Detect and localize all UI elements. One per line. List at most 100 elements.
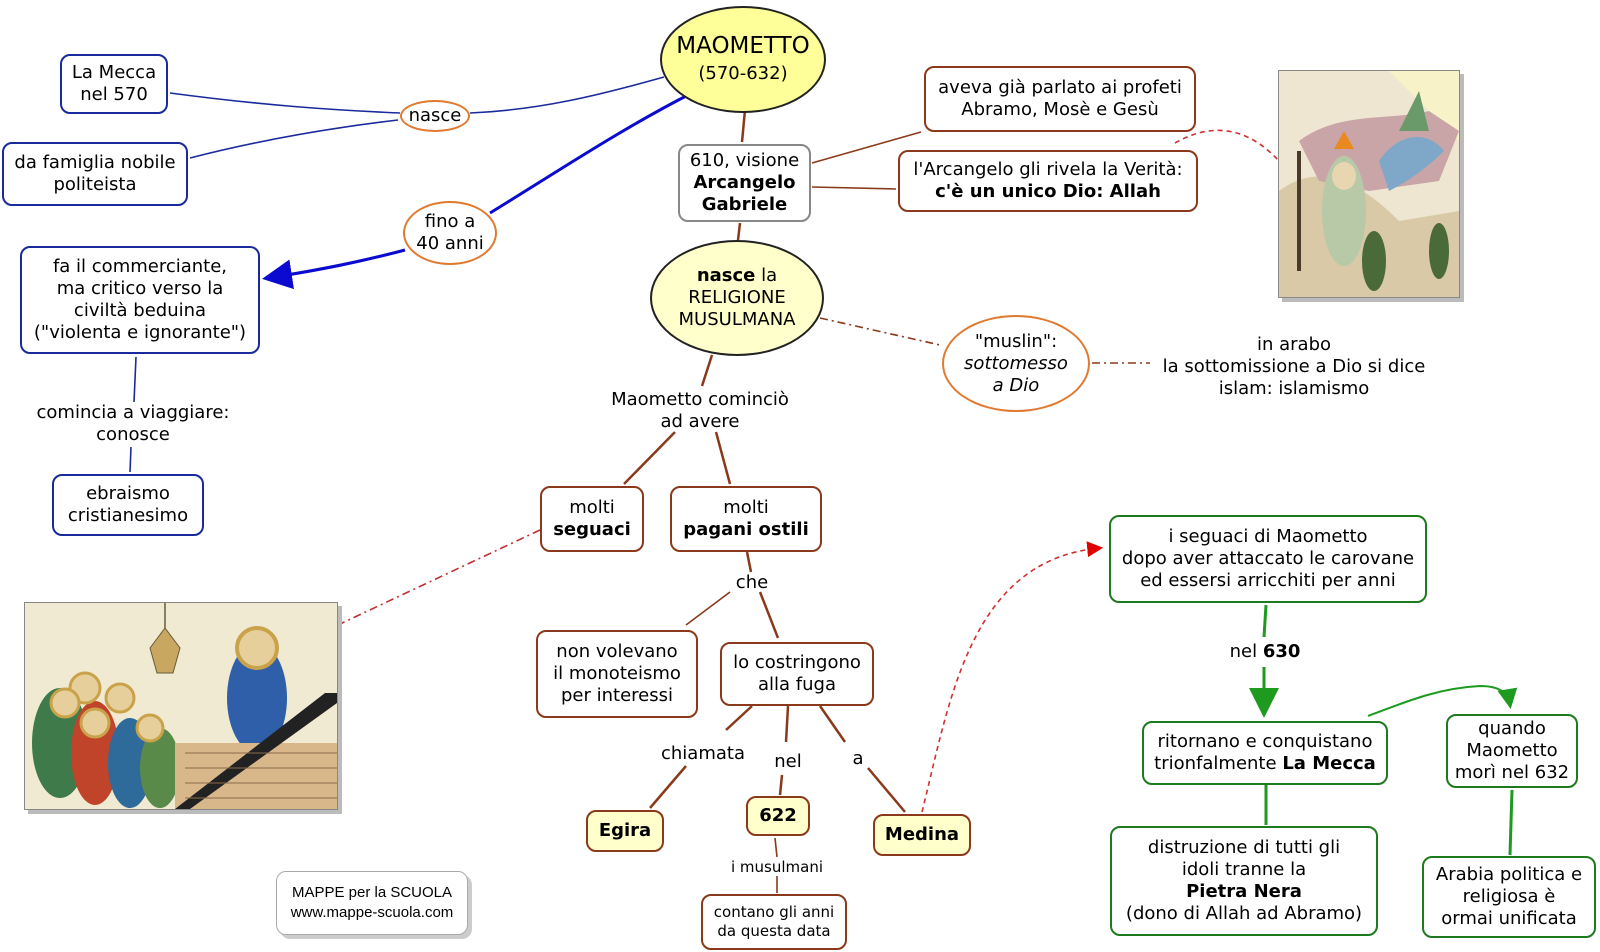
che-text: che bbox=[735, 572, 769, 593]
unified-line: religiosa è bbox=[1462, 886, 1556, 907]
muslims-text: i musulmani bbox=[730, 858, 824, 876]
vision-line: Arcangelo bbox=[693, 172, 796, 193]
merchant-box: fa il commerciante, ma critico verso la … bbox=[20, 246, 260, 354]
return-line: i seguaci di Maometto bbox=[1168, 526, 1368, 547]
religion-line: RELIGIONE bbox=[688, 287, 786, 308]
birth-family-box: da famiglia nobile politeista bbox=[2, 142, 188, 206]
unified-line: Arabia politica e bbox=[1435, 864, 1583, 885]
conquer-city: La Mecca bbox=[1282, 753, 1376, 774]
truth-box: l'Arcangelo gli rivela la Verità: c'è un… bbox=[898, 150, 1198, 212]
religion-line1: nasce la bbox=[697, 265, 777, 287]
count-line: da questa data bbox=[717, 922, 831, 940]
religion-nasce: nasce bbox=[696, 265, 756, 286]
muslin-ellipse: "muslin": sottomesso a Dio bbox=[942, 315, 1090, 412]
chiamata-label: chiamata bbox=[656, 743, 750, 765]
destruction-line: distruzione di tutti gli bbox=[1147, 837, 1341, 858]
followers-picture bbox=[24, 602, 338, 810]
no-monotheism-box: non volevano il monoteismo per interessi bbox=[536, 630, 698, 718]
muslin-line: sottomesso bbox=[964, 352, 1068, 374]
muslims-label: i musulmani bbox=[724, 858, 830, 877]
che-label: che bbox=[732, 572, 772, 594]
religion-ellipse: nasce la RELIGIONE MUSULMANA bbox=[650, 240, 824, 356]
destruction-line: idoli tranne la bbox=[1181, 859, 1307, 880]
hostile-pagans-box: molti pagani ostili bbox=[670, 486, 822, 552]
truth-line: l'Arcangelo gli rivela la Verità: bbox=[913, 159, 1183, 180]
return-line: ed essersi arricchiti per anni bbox=[1140, 570, 1396, 591]
archangel-illustration bbox=[1279, 71, 1459, 297]
year-622-box: 622 bbox=[746, 796, 810, 836]
title-ellipse: MAOMETTO (570-632) bbox=[660, 6, 826, 113]
year-630: 630 bbox=[1262, 641, 1301, 662]
no-monotheism-line: non volevano bbox=[556, 641, 678, 662]
religion-line: cristianesimo bbox=[67, 505, 189, 526]
site-logo[interactable]: MAPPE per la SCUOLA www.mappe-scuola.com bbox=[276, 871, 468, 935]
conquer-line: ritornano e conquistano bbox=[1157, 731, 1373, 752]
prophets-line: aveva già parlato ai profeti bbox=[938, 77, 1182, 98]
unified-box: Arabia politica e religiosa è ormai unif… bbox=[1422, 856, 1596, 938]
birth-place-line: La Mecca bbox=[71, 62, 157, 83]
destruction-box: distruzione di tutti gli idoli tranne la… bbox=[1110, 826, 1378, 936]
followers-line: molti bbox=[569, 497, 615, 518]
nel-label: nel bbox=[770, 751, 806, 773]
many-followers-box: molti seguaci bbox=[540, 486, 644, 552]
vision-line: 610, visione bbox=[689, 150, 800, 171]
destruction-line: (dono di Allah ad Abramo) bbox=[1125, 903, 1363, 924]
merchant-line: fa il commerciante, bbox=[52, 256, 228, 277]
merchant-line: ("violenta e ignorante") bbox=[33, 322, 247, 343]
unified-line: ormai unificata bbox=[1441, 908, 1577, 929]
conquer-adverb: trionfalmente bbox=[1154, 753, 1277, 774]
nel-630-prefix: nel bbox=[1229, 641, 1258, 662]
began-line: ad avere bbox=[660, 411, 740, 432]
conquer-box: ritornano e conquistano trionfalmente La… bbox=[1142, 721, 1388, 785]
birth-place-line: nel 570 bbox=[80, 84, 148, 105]
birth-place-box: La Mecca nel 570 bbox=[60, 54, 168, 114]
death-line: morì nel 632 bbox=[1454, 762, 1570, 783]
no-monotheism-line: il monoteismo bbox=[553, 663, 681, 684]
truth-line: c'è un unico Dio: Allah bbox=[935, 181, 1161, 202]
flee-line: alla fuga bbox=[758, 674, 836, 695]
vision-line: Gabriele bbox=[701, 194, 788, 215]
title-main: MAOMETTO bbox=[676, 32, 810, 59]
prophets-line: Abramo, Mosè e Gesù bbox=[961, 99, 1159, 120]
arabic-line: islam: islamismo bbox=[1218, 378, 1370, 399]
death-line: Maometto bbox=[1466, 740, 1558, 761]
egira-box: Egira bbox=[586, 810, 664, 852]
a-label: a bbox=[848, 748, 868, 770]
merchant-line: civiltà beduina bbox=[73, 300, 207, 321]
death-box: quando Maometto morì nel 632 bbox=[1446, 714, 1578, 788]
family-line: da famiglia nobile bbox=[14, 152, 176, 173]
logo-line: MAPPE per la SCUOLA bbox=[291, 884, 453, 901]
travel-line: comincia a viaggiare: bbox=[36, 402, 230, 423]
medina-text: Medina bbox=[884, 824, 960, 845]
family-line: politeista bbox=[53, 174, 137, 195]
began-line: Maometto cominciò bbox=[611, 389, 789, 410]
followers-line: seguaci bbox=[553, 519, 631, 540]
nasce-label: nasce bbox=[408, 105, 462, 126]
pagans-line: pagani ostili bbox=[683, 519, 809, 540]
pagans-line: molti bbox=[723, 497, 769, 518]
nel-630-text: nel 630 bbox=[1220, 641, 1310, 663]
religion-line: ebraismo bbox=[86, 483, 170, 504]
arabic-line: in arabo bbox=[1256, 334, 1332, 355]
prophets-box: aveva già parlato ai profeti Abramo, Mos… bbox=[924, 66, 1196, 132]
return-line: dopo aver attaccato le carovane bbox=[1121, 548, 1415, 569]
muslin-line: "muslin": bbox=[974, 330, 1058, 352]
count-line: contano gli anni bbox=[713, 903, 835, 921]
fino-a-40-connector: fino a 40 anni bbox=[403, 201, 497, 265]
egira-text: Egira bbox=[598, 820, 652, 841]
nel-text: nel bbox=[774, 751, 802, 772]
religion-line: MUSULMANA bbox=[678, 309, 796, 330]
religions-known-box: ebraismo cristianesimo bbox=[52, 474, 204, 536]
death-line: quando bbox=[1478, 718, 1546, 739]
followers-illustration bbox=[25, 603, 337, 809]
destruction-line: Pietra Nera bbox=[1186, 881, 1302, 902]
began-to-have-label: Maometto cominciò ad avere bbox=[604, 389, 796, 433]
flee-box: lo costringono alla fuga bbox=[720, 642, 874, 706]
logo-url[interactable]: www.mappe-scuola.com bbox=[290, 904, 454, 921]
followers-return-box: i seguaci di Maometto dopo aver attaccat… bbox=[1109, 515, 1427, 603]
travel-label: comincia a viaggiare: conosce bbox=[30, 402, 236, 446]
medina-box: Medina bbox=[873, 814, 971, 856]
count-years-box: contano gli anni da questa data bbox=[701, 894, 847, 950]
conquer-line: trionfalmente La Mecca bbox=[1154, 753, 1376, 775]
